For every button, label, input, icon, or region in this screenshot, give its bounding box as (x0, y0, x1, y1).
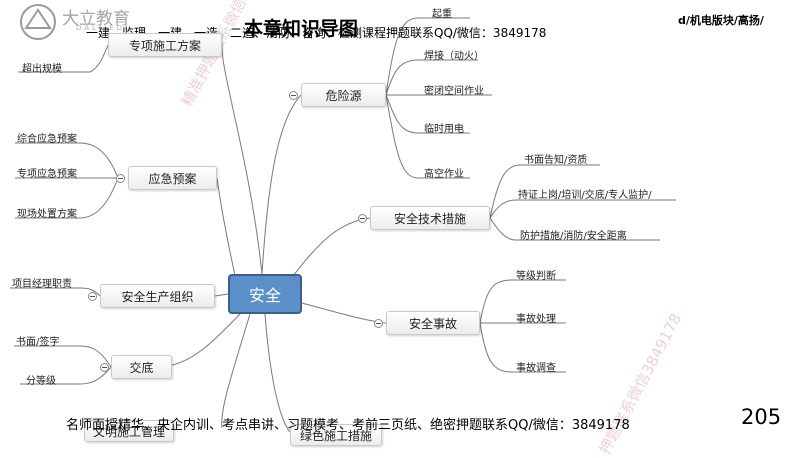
leaf-danger-0: 起重 (432, 9, 452, 20)
collapse-toggle-icon[interactable] (100, 363, 109, 372)
page-number: 205 (741, 405, 782, 429)
collapse-toggle-icon[interactable] (289, 91, 298, 100)
collapse-toggle-icon[interactable] (358, 214, 367, 223)
leaf-handover-1: 分等级 (26, 376, 56, 387)
leaf-special-plan-0: 超出规模 (22, 64, 62, 75)
node-accident[interactable]: 安全事故 (386, 311, 480, 335)
collapse-toggle-icon[interactable] (374, 319, 383, 328)
branch-line (214, 293, 229, 297)
node-civilized[interactable]: 文明施工管理 (84, 420, 174, 442)
dali-emblem-icon (20, 4, 56, 40)
leaf-tech-0: 书面告知/资质 (524, 155, 588, 166)
node-tech-measures[interactable]: 安全技术措施 (370, 206, 490, 230)
logo-text: 大立教育 (62, 9, 130, 29)
branch-line (289, 217, 371, 281)
page-title: 本章知识导图 (244, 18, 359, 40)
node-green[interactable]: 绿色施工措施 (290, 424, 382, 446)
leaf-emergency-1: 专项应急预案 (17, 169, 77, 180)
node-special-plan[interactable]: 专项施工方案 (108, 33, 222, 57)
branch-line (221, 313, 251, 429)
leaf-handover-0: 书面/签字 (16, 337, 60, 348)
collapse-toggle-icon[interactable] (88, 292, 97, 301)
logo-subtext: DALI EDU (76, 24, 134, 32)
branch-line (216, 177, 237, 281)
center-topic[interactable]: 安全 (228, 274, 302, 314)
collapse-toggle-icon[interactable] (116, 174, 125, 183)
leaf-accident-0: 等级判断 (516, 271, 556, 282)
branch-line (264, 313, 291, 433)
leaf-accident-2: 事故调查 (516, 363, 556, 374)
top-banner-right: d/机电版块/高扬/ (678, 14, 764, 27)
node-danger[interactable]: 危险源 (301, 83, 386, 107)
node-org[interactable]: 安全生产组织 (100, 284, 215, 308)
leaf-danger-1: 焊接（动火） (424, 51, 484, 62)
dali-logo: 大立教育 DALI EDU (0, 0, 142, 40)
leaf-org-0: 项目经理职责 (12, 279, 72, 290)
leaf-emergency-0: 综合应急预案 (17, 134, 77, 145)
leaf-tech-2: 防护措施/消防/安全距离 (520, 231, 627, 242)
node-emergency[interactable]: 应急预案 (128, 166, 217, 190)
branch-line (171, 313, 241, 366)
leaf-emergency-2: 现场处置方案 (17, 209, 77, 220)
leaf-danger-3: 临时用电 (424, 124, 464, 135)
leaf-danger-2: 密闭空间作业 (424, 86, 484, 97)
bottom-banner: 名师面授精华、央企内训、考点串讲、习题模考、考前三页纸、绝密押题联系QQ/微信：… (66, 418, 630, 433)
leaf-accident-1: 事故处理 (516, 314, 556, 325)
node-handover[interactable]: 交底 (111, 355, 172, 379)
branch-line (221, 43, 263, 275)
branch-line (289, 299, 387, 324)
branch-line (261, 94, 302, 275)
leaf-tech-1: 持证上岗/培训/交底/专人监护/ (518, 190, 652, 201)
leaf-danger-4: 高空作业 (424, 169, 464, 180)
